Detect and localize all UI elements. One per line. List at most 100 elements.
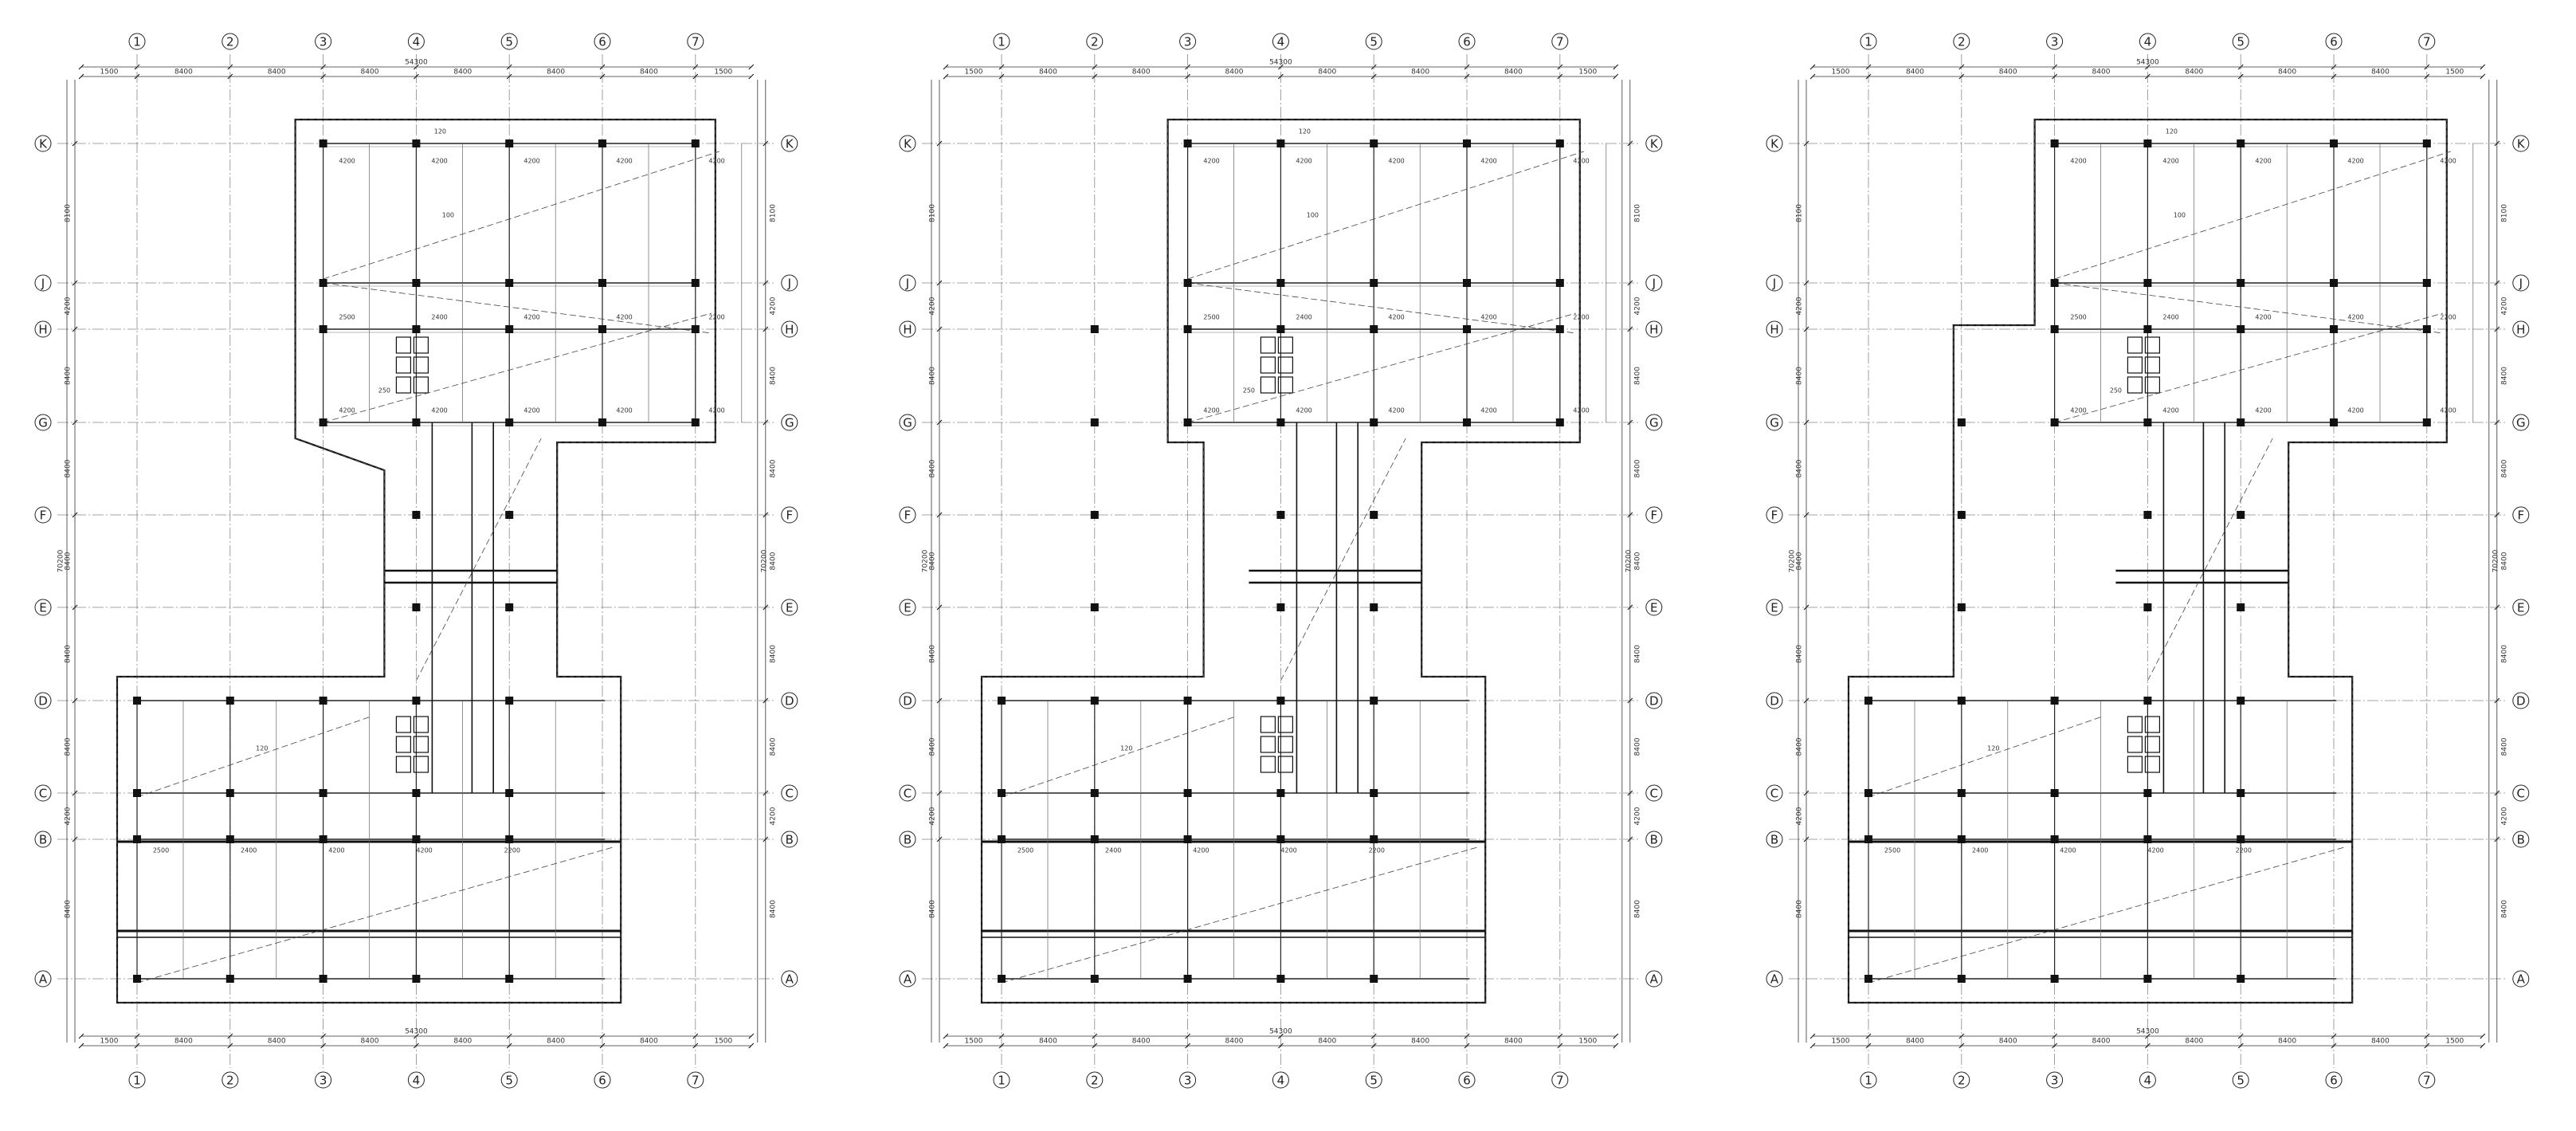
axis-bubble	[781, 274, 798, 292]
dimension-tick	[72, 419, 78, 426]
axis-label: 1	[998, 1074, 1006, 1088]
axis-label: H	[1649, 323, 1658, 337]
dimension-tick	[1185, 64, 1191, 70]
dimension-tick	[692, 64, 699, 70]
axis-label: C	[39, 787, 47, 801]
slab-span-line	[323, 282, 712, 334]
dimension-tick	[748, 64, 755, 70]
dimension-tick	[72, 790, 78, 796]
dimension-tick	[413, 1043, 419, 1049]
structural-column	[225, 835, 234, 843]
stair-cell	[1277, 336, 1294, 354]
dimension-text: 8400	[1633, 900, 1641, 918]
slab-span-line	[2054, 312, 2443, 423]
dimension-tick	[998, 1043, 1005, 1049]
dimension-tick	[506, 1033, 512, 1039]
dimension-tick	[599, 64, 606, 70]
stair-cell	[395, 756, 411, 773]
axis-bubble	[899, 784, 916, 802]
slab-label: 4200	[2147, 847, 2163, 854]
dimension-tick	[2494, 604, 2500, 611]
axis-label: 5	[505, 1074, 513, 1088]
structural-column	[1276, 975, 1285, 983]
dimension-tick	[2494, 280, 2500, 286]
slab-span-line	[136, 846, 614, 984]
axis-bubble	[34, 692, 52, 709]
axis-bubble	[1179, 1071, 1197, 1089]
axis-bubble	[1766, 599, 1783, 616]
axis-bubble	[2046, 33, 2064, 50]
dimension-text: 8100	[1796, 204, 1804, 222]
axis-label: K	[786, 137, 794, 151]
slab-label: 4200	[1193, 847, 1209, 854]
slab-annotation: 100	[442, 212, 454, 219]
dimension-tick	[227, 64, 233, 70]
slab-label: 2400	[431, 314, 447, 321]
structural-column	[2237, 325, 2245, 333]
axis-bubble	[34, 970, 52, 988]
axis-label: D	[1649, 694, 1659, 709]
structural-column	[1463, 325, 1471, 333]
structural-column	[1090, 789, 1099, 797]
structural-column	[598, 279, 606, 287]
slab-annotation: 250	[378, 387, 390, 395]
axis-bubble	[407, 1071, 425, 1089]
axis-bubble	[1766, 274, 1783, 292]
stair-cell	[395, 356, 411, 374]
structural-column	[412, 325, 421, 333]
slab-label: 4200	[431, 158, 447, 165]
axis-bubble	[1645, 692, 1663, 709]
slab-annotation: 100	[2174, 212, 2186, 219]
structural-column	[2237, 139, 2245, 147]
dimension-text: 8400	[1225, 69, 1244, 77]
axis-label: H	[38, 323, 47, 337]
structural-column	[505, 975, 514, 983]
axis-bubble	[222, 33, 239, 50]
axis-label: E	[1650, 601, 1657, 615]
axis-label: 6	[1463, 1074, 1471, 1088]
structural-column	[1090, 975, 1099, 983]
structural-column	[2143, 789, 2152, 797]
dimension-tick	[1370, 1033, 1377, 1039]
axis-bubble	[781, 784, 798, 802]
dimension-tick	[936, 697, 943, 704]
dimension-tick	[134, 73, 140, 80]
dimension-tick	[506, 73, 512, 80]
structural-column	[1276, 603, 1285, 611]
dimension-tick	[2237, 64, 2244, 70]
dimension-tick	[2052, 64, 2058, 70]
structural-column	[1183, 139, 1192, 147]
structural-column	[412, 279, 421, 287]
slab-label: 4200	[616, 158, 632, 165]
slab-span-line	[323, 151, 719, 280]
dimension-text: 1500	[965, 1038, 983, 1046]
slab-label: 2200	[708, 314, 724, 321]
structural-column	[412, 418, 421, 426]
axis-bubble	[781, 692, 798, 709]
dimension-text: 1500	[2445, 69, 2464, 77]
structural-column	[1090, 418, 1099, 426]
dimension-tick	[1809, 1043, 1816, 1049]
structural-column	[133, 697, 141, 705]
structural-column	[2237, 603, 2245, 611]
axis-label: F	[1650, 509, 1657, 523]
dimension-text: 1500	[100, 1038, 119, 1046]
dimension-tick	[1185, 73, 1191, 80]
slab-annotation: 120	[1987, 745, 1999, 752]
dimension-tick	[2494, 419, 2500, 426]
axis-bubble	[1645, 599, 1663, 616]
axis-label: 2	[1091, 1074, 1099, 1088]
dimension-tick	[748, 73, 755, 80]
structural-column	[598, 325, 606, 333]
structural-column	[505, 603, 514, 611]
dimension-tick	[72, 280, 78, 286]
axis-bubble	[1645, 274, 1663, 292]
slab-label: 4200	[2070, 158, 2086, 165]
axis-label: 5	[1370, 35, 1378, 49]
dimension-tick	[936, 419, 943, 426]
slab-label: 4200	[339, 407, 355, 414]
axis-label: D	[38, 694, 48, 709]
dimension-tick	[1803, 280, 1809, 286]
dimension-text: 8400	[2185, 1038, 2203, 1046]
